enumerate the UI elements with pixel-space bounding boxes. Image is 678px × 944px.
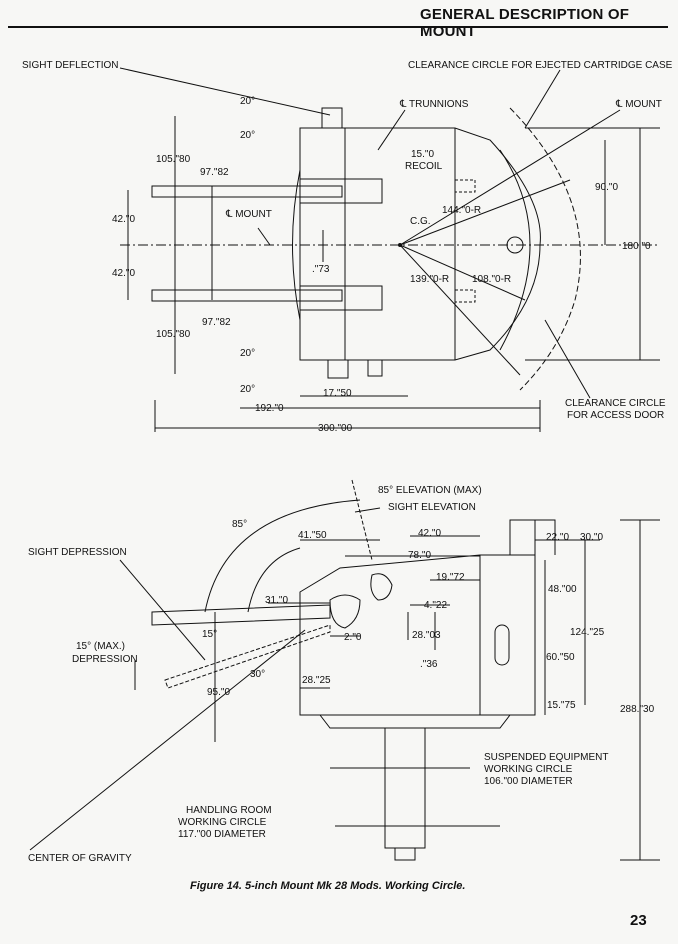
label-15-deg: 15° (202, 629, 217, 640)
label-cg: C.G. (410, 216, 431, 227)
label-15-75: 15."75 (547, 700, 576, 711)
figure-caption: Figure 14. 5-inch Mount Mk 28 Mods. Work… (190, 880, 466, 892)
page-number: 23 (630, 912, 647, 929)
label-susp-3: 106."00 DIAMETER (484, 776, 573, 787)
label-20-c: 20° (240, 348, 255, 359)
cg-marker (398, 243, 402, 247)
label-139: 139."0-R (410, 274, 449, 285)
label-hand-1: HANDLING ROOM (186, 805, 272, 816)
label-144: 144."0-R (442, 205, 481, 216)
label-288: 288."30 (620, 704, 655, 715)
label-30: 30."0 (580, 532, 603, 543)
label-trunnions: ℄ TRUNNIONS (399, 99, 469, 110)
label-sight-elev: SIGHT ELEVATION (388, 502, 476, 513)
label-42-a: 42."0 (112, 214, 135, 225)
label-susp-2: WORKING CIRCLE (484, 764, 573, 775)
label-4: 4."22 (424, 600, 447, 611)
label-48: 48."00 (548, 584, 577, 595)
side-view-outline (151, 479, 556, 861)
label-mount-centerline-right: ℄ MOUNT (615, 99, 662, 110)
label-clearance-cartridge: CLEARANCE CIRCLE FOR EJECTED CARTRIDGE C… (408, 60, 673, 71)
label-access-door-1: CLEARANCE CIRCLE (565, 398, 666, 409)
sight-ring-icon (506, 236, 524, 254)
label-cog: CENTER OF GRAVITY (28, 853, 132, 864)
label-17: 17."50 (323, 388, 352, 399)
label-20-d: 20° (240, 384, 255, 395)
label-dep-2: DEPRESSION (72, 654, 138, 665)
header-rule (8, 26, 668, 28)
label-mount-centerline-left: ℄ MOUNT (225, 209, 272, 220)
label-95: 95."0 (207, 687, 230, 698)
label-108: 108."0-R (472, 274, 511, 285)
label-elev-max: 85° ELEVATION (MAX) (378, 485, 482, 496)
label-42-b: 42."0 (112, 268, 135, 279)
label-78: 78."0 (408, 550, 431, 561)
label-97-a: 97."82 (200, 167, 229, 178)
label-124: 124."25 (570, 627, 605, 638)
label-105-a: 105."80 (156, 154, 191, 165)
label-access-door-2: FOR ACCESS DOOR (567, 410, 664, 421)
label-300: 300."00 (318, 423, 353, 434)
label-susp-1: SUSPENDED EQUIPMENT (484, 752, 608, 763)
label-22: 22."0 (546, 532, 569, 543)
label-20-a: 20° (240, 96, 255, 107)
label-hand-2: WORKING CIRCLE (178, 817, 267, 828)
top-view-outline (151, 107, 581, 391)
label-105-b: 105."80 (156, 329, 191, 340)
label-41: 41."50 (298, 530, 327, 541)
label-97-b: 97."82 (202, 317, 231, 328)
label-recoil-value: 15."0 (411, 149, 434, 160)
label-30-deg: 30° (250, 669, 265, 680)
label-60: 60."50 (546, 652, 575, 663)
label-90: 90."0 (595, 182, 618, 193)
label-20-b: 20° (240, 130, 255, 141)
label-dep-1: 15° (MAX.) (76, 641, 125, 652)
label-2: 2."0 (344, 632, 362, 643)
label-192: 192."0 (255, 403, 284, 414)
label-28-25: 28."25 (302, 675, 331, 686)
label-31: 31."0 (265, 595, 288, 606)
label-42-side: 42."0 (418, 528, 441, 539)
label-sight-depression: SIGHT DEPRESSION (28, 547, 127, 558)
label-hand-3: 117."00 DIAMETER (178, 829, 266, 840)
label-36: ."36 (420, 659, 438, 670)
label-28-03: 28."03 (412, 630, 441, 641)
label-19: 19."72 (436, 572, 465, 583)
label-recoil: RECOIL (405, 161, 443, 172)
label-180: 180."0 (622, 241, 651, 252)
label-73: ."73 (312, 264, 330, 275)
label-sight-deflection: SIGHT DEFLECTION (22, 60, 119, 71)
label-85: 85° (232, 519, 247, 530)
